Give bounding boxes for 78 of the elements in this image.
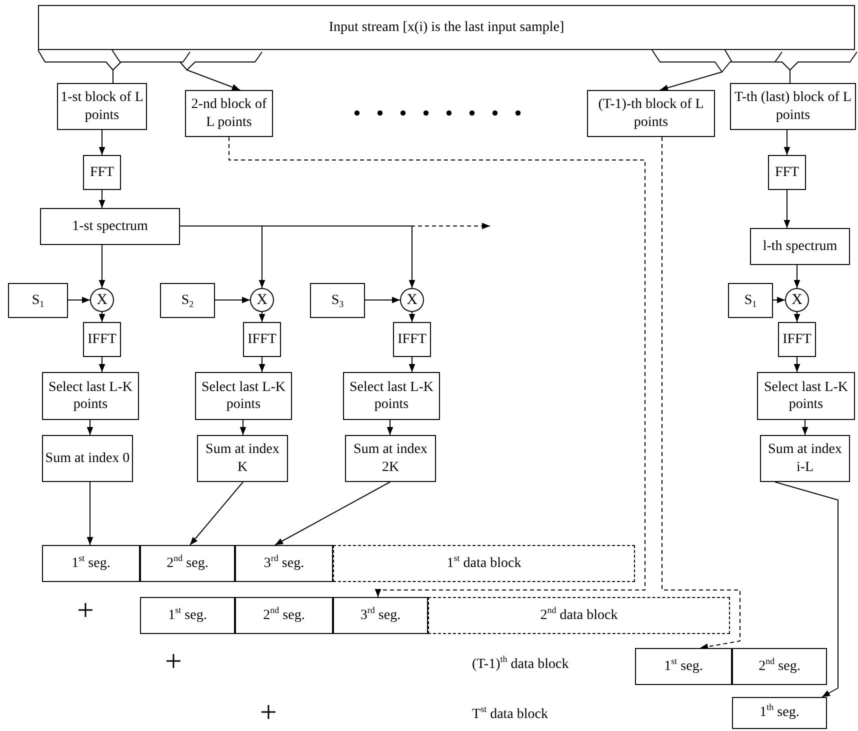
plus-sign: +: [165, 647, 182, 677]
segment-box: 1$^{th}$ seg.: [732, 697, 827, 729]
process-box: Sum at index K: [197, 435, 288, 482]
data-block-frame: 2$^{nd}$ data block: [428, 597, 730, 634]
arrow: [408, 312, 416, 322]
multiplier-circle: X: [400, 288, 424, 312]
brace-connector: [38, 50, 114, 84]
process-box: S$_{2}$: [160, 283, 215, 318]
arrow: [240, 420, 246, 436]
process-box: Select last L-K points: [757, 372, 855, 420]
arrow: [180, 222, 490, 230]
process-box: S$_{1}$: [8, 283, 68, 318]
arrow: [386, 420, 394, 436]
process-box: Select last L-K points: [42, 372, 139, 420]
arrow: [68, 296, 90, 304]
process-box: IFFT: [778, 322, 816, 357]
segment-box: 2$^{nd}$ seg.: [235, 597, 333, 634]
arrow: [364, 296, 400, 304]
segment-box: 1$^{st}$ seg.: [140, 597, 235, 634]
multiplier-circle: X: [90, 288, 114, 312]
arrow: [258, 356, 266, 372]
process-box: T-th (last) block of L points: [730, 83, 856, 130]
process-box: 2-nd block of L points: [185, 90, 273, 137]
label-text: T$^{st}$ data block: [472, 708, 548, 722]
arrow: [98, 130, 106, 156]
arrow: [86, 482, 94, 546]
data-block-frame: 1$^{st}$ data block: [333, 545, 635, 582]
arrow: [662, 136, 740, 650]
process-box: IFFT: [243, 322, 281, 357]
arrow: [784, 190, 790, 228]
arrow: [802, 420, 808, 436]
arrow: [258, 312, 266, 322]
segment-box: 2$^{nd}$ seg.: [140, 545, 235, 582]
segment-box: 3$^{rd}$ seg.: [333, 597, 428, 634]
arrow: [774, 482, 838, 698]
arrow: [98, 244, 106, 288]
arrow: [784, 130, 790, 156]
process-box: l-th spectrum: [750, 228, 850, 265]
arrow: [794, 264, 800, 288]
process-box: 1-st spectrum: [40, 208, 180, 245]
process-box: S$_{1}$: [728, 283, 773, 318]
segment-box: 1$^{st}$ seg.: [635, 648, 732, 685]
brace-connector: [652, 50, 722, 91]
process-box: S$_{3}$: [310, 283, 365, 318]
arrow: [214, 296, 250, 304]
arrow: [772, 296, 786, 304]
arrow: [190, 482, 244, 546]
arrow: [408, 356, 416, 372]
multiplier-circle: X: [785, 288, 809, 312]
process-box: 1-st block of L points: [57, 83, 147, 130]
brace-connector: [724, 50, 790, 84]
process-box: (T-1)-th block of L points: [587, 90, 715, 137]
brace-connector: [112, 50, 240, 90]
arrow: [794, 312, 800, 322]
multiplier-circle: X: [250, 288, 274, 312]
label-text: (T-1)$^{th}$ data block: [472, 658, 569, 672]
process-box: Sum at index 0: [42, 435, 133, 482]
process-box: IFFT: [393, 322, 431, 357]
segment-box: 3$^{rd}$ seg.: [235, 545, 333, 582]
process-box: Select last L-K points: [195, 372, 292, 420]
plus-sign: +: [260, 698, 277, 728]
process-box: FFT: [768, 155, 806, 190]
process-box: Sum at index i-L: [760, 435, 850, 482]
segment-box: 1$^{st}$ seg.: [42, 545, 140, 582]
segment-box: 2$^{nd}$ seg.: [732, 648, 827, 685]
plus-sign: +: [77, 596, 94, 626]
process-box: Sum at index 2K: [345, 435, 436, 482]
arrow: [86, 420, 94, 436]
process-box: FFT: [83, 155, 121, 190]
input-stream-box: Input stream [x(i) is the last input sample]: [38, 5, 855, 50]
arrow: [794, 356, 800, 372]
arrow: [98, 356, 106, 372]
process-box: IFFT: [83, 322, 121, 357]
arrow: [98, 312, 106, 322]
arrow: [228, 136, 646, 598]
arrow: [274, 482, 390, 546]
process-box: Select last L-K points: [343, 372, 440, 420]
arrow: [98, 190, 106, 208]
